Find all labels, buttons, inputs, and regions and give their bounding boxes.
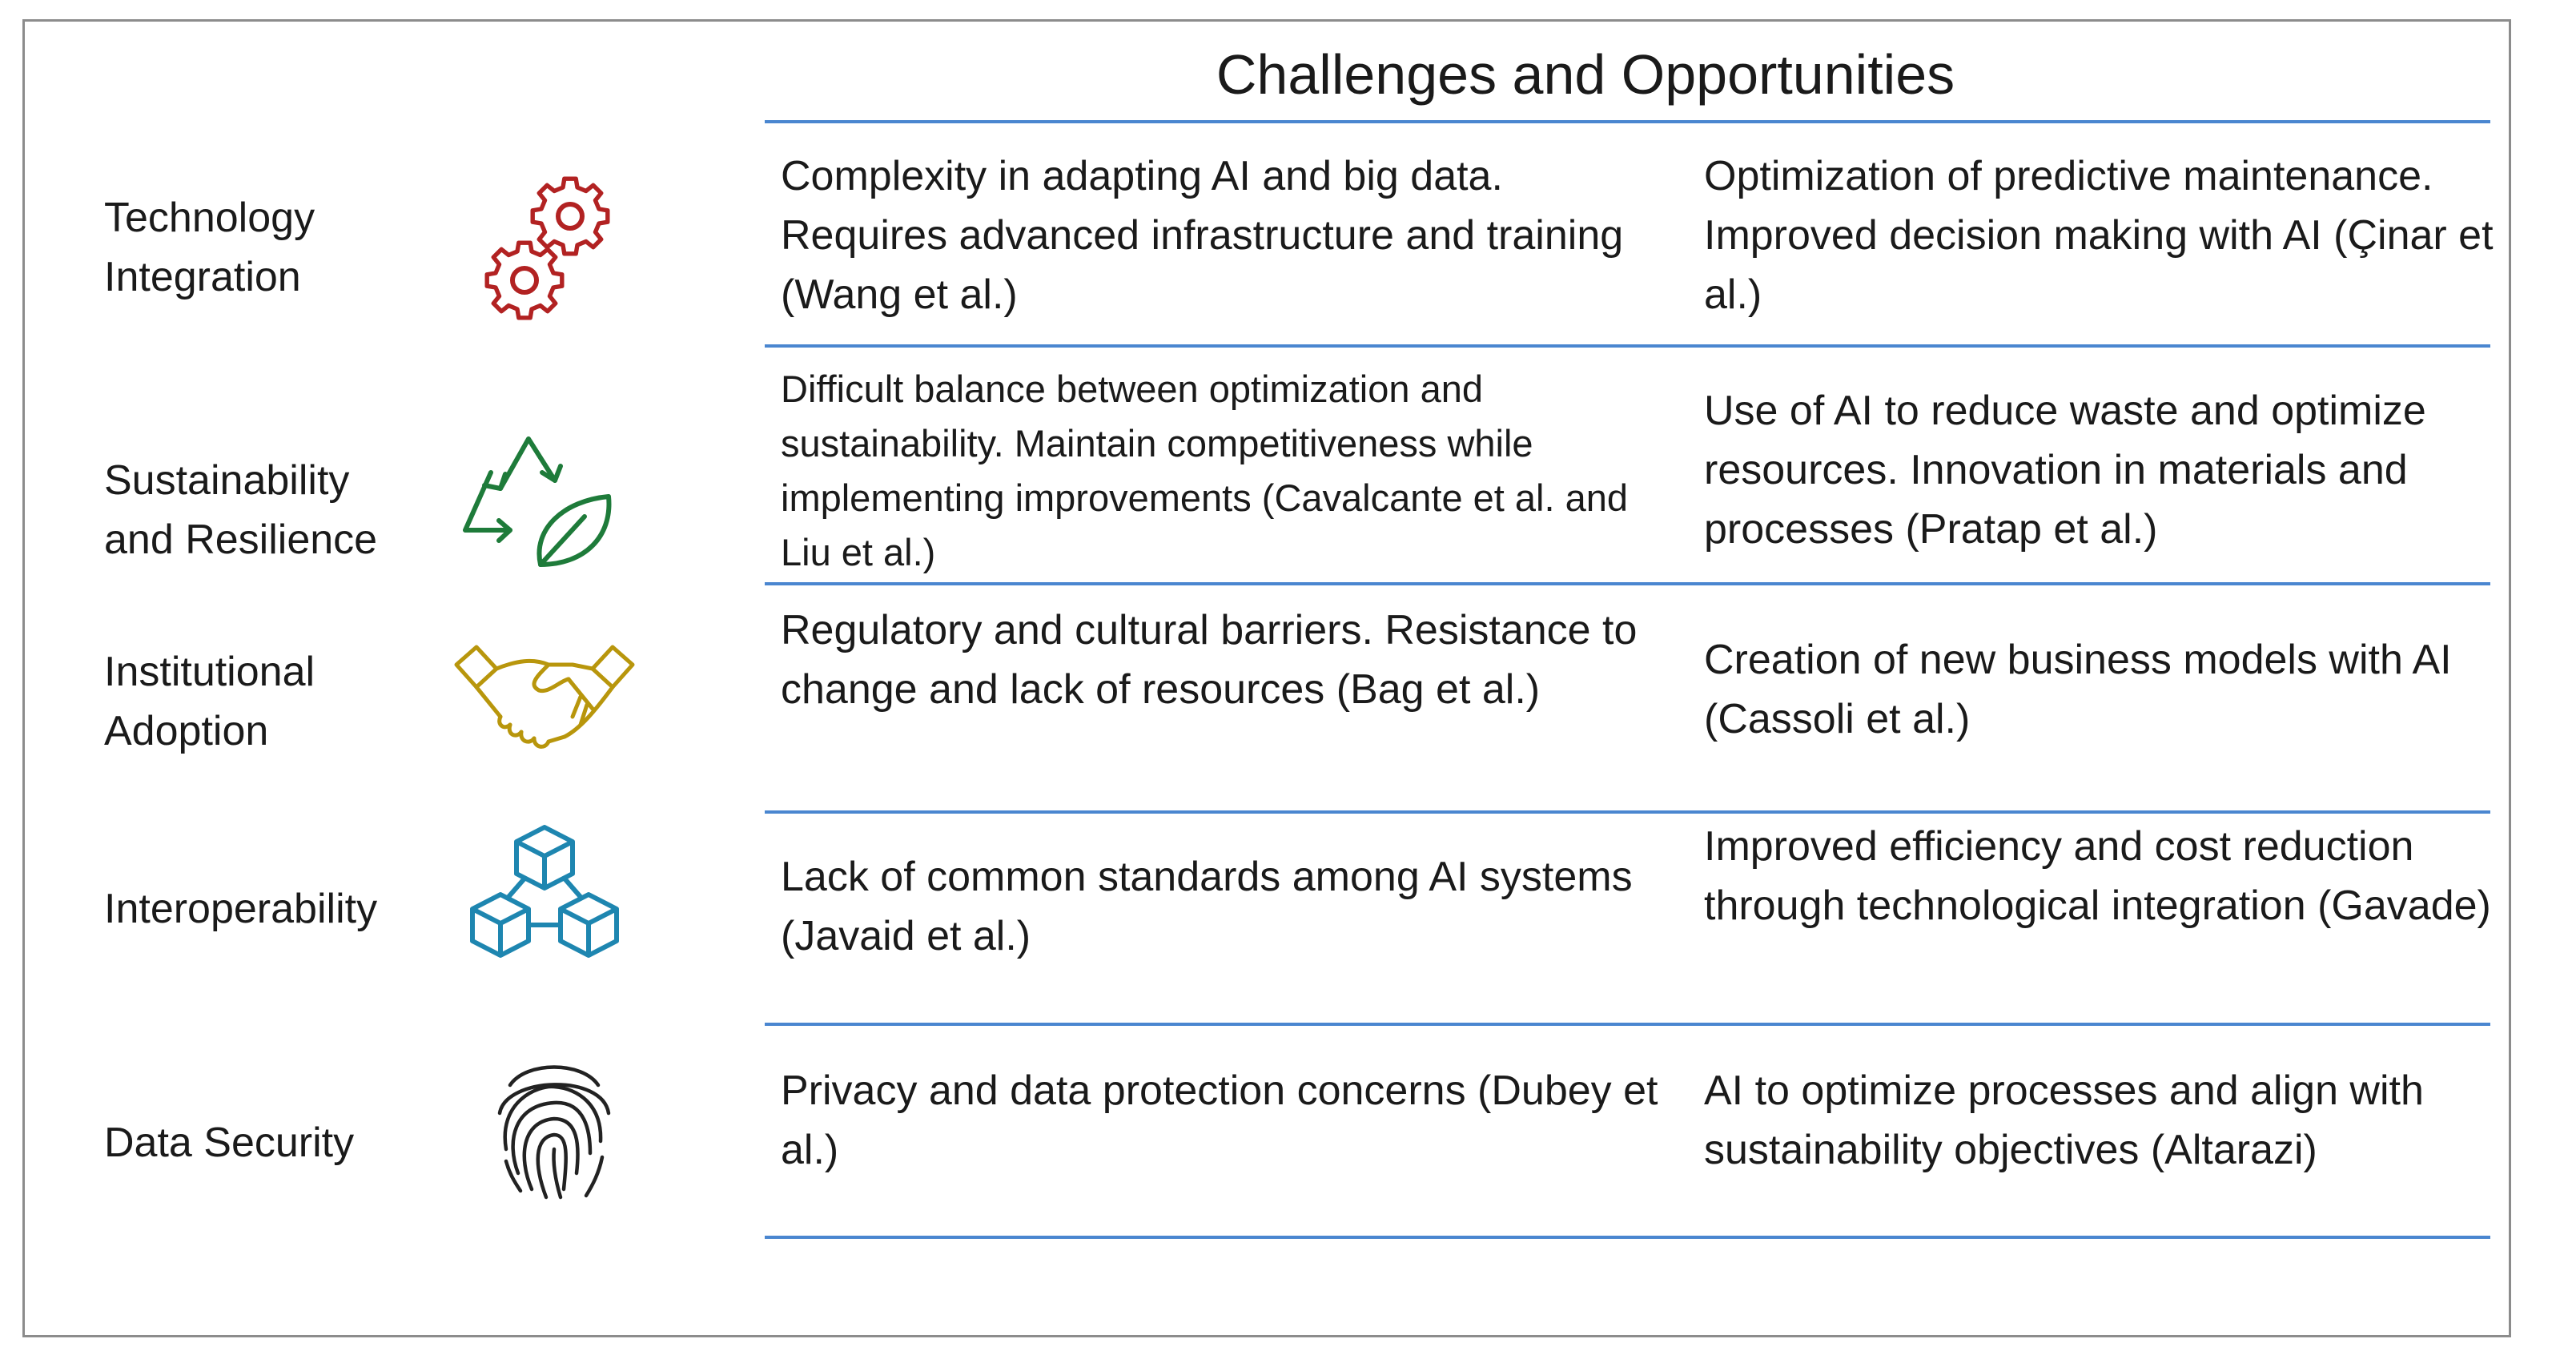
row-label-line: Institutional <box>104 649 315 695</box>
row-label-line: Technology <box>104 195 315 241</box>
cubes-icon <box>470 825 619 958</box>
figure-frame <box>22 19 2511 1337</box>
separator-rule <box>765 582 2490 585</box>
separator-rule <box>765 344 2490 348</box>
challenge-cell: Complexity in adapting AI and big data. … <box>781 153 1624 318</box>
challenge-cell: Privacy and data protection concerns (Du… <box>781 1067 1658 1173</box>
row-label-line: Integration <box>104 254 301 300</box>
row-label-line: Sustainability <box>104 457 350 504</box>
row-label-sustainability-resilience: Sustainability and Resilience <box>104 451 377 569</box>
challenge-cell: Regulatory and cultural barriers. Resist… <box>781 607 1638 713</box>
fingerprint-icon <box>497 1065 611 1200</box>
opportunity-cell: AI to optimize processes and align with … <box>1704 1067 2424 1173</box>
handshake-icon <box>454 645 635 749</box>
row-label-line: Data Security <box>104 1120 355 1166</box>
row-label-institutional-adoption: Institutional Adoption <box>104 642 315 761</box>
row-label-line: and Resilience <box>104 517 378 563</box>
row-label-interoperability: Interoperability <box>104 879 377 939</box>
gears-icon <box>484 176 610 320</box>
opportunity-cell: Optimization of predictive maintenance. … <box>1704 153 2494 318</box>
challenge-cell: Lack of common standards among AI system… <box>781 854 1633 959</box>
separator-rule <box>765 810 2490 814</box>
recycle-leaf-icon <box>463 436 612 567</box>
opportunity-cell: Improved efficiency and cost reduction t… <box>1704 823 2491 929</box>
separator-rule <box>765 1023 2490 1026</box>
row-label-technology-integration: Technology Integration <box>104 188 315 307</box>
opportunity-cell: Creation of new business models with AI … <box>1704 637 2452 742</box>
separator-rule <box>765 120 2490 123</box>
row-label-data-security: Data Security <box>104 1113 354 1172</box>
challenge-cell: Difficult balance between optimization a… <box>781 368 1629 573</box>
row-label-line: Adoption <box>104 708 269 754</box>
separator-rule <box>765 1236 2490 1239</box>
row-label-line: Interoperability <box>104 886 378 932</box>
diagram-title: Challenges and Opportunities <box>1216 43 1955 106</box>
opportunity-cell: Use of AI to reduce waste and optimize r… <box>1704 388 2426 553</box>
